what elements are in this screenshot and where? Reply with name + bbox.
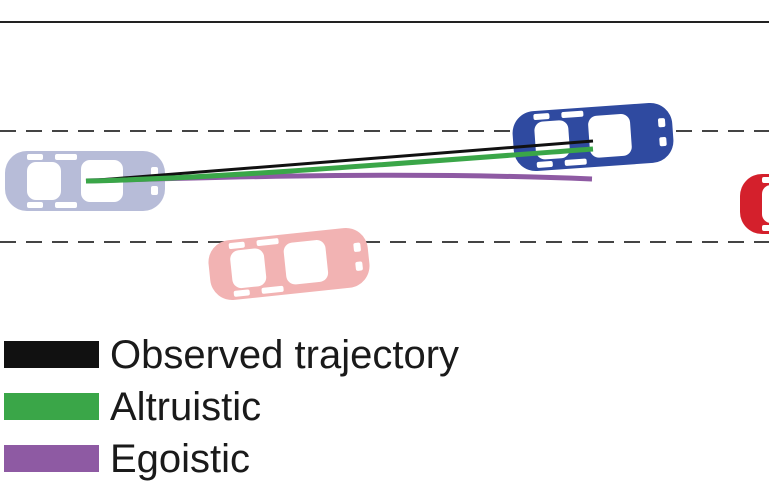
legend-label-egoistic: Egoistic	[110, 437, 251, 481]
legend-swatch-observed	[4, 341, 99, 368]
front-car	[740, 174, 769, 234]
legend-swatch-egoistic	[4, 445, 99, 472]
legend-swatch-altruistic	[4, 393, 99, 420]
legend-item-altruistic: Altruistic	[0, 382, 520, 432]
legend-item-observed: Observed trajectory	[0, 330, 520, 380]
other-car	[206, 225, 372, 303]
ego-car-current	[511, 101, 675, 173]
altruistic-trajectory	[85, 146, 594, 184]
legend-label-altruistic: Altruistic	[110, 385, 262, 429]
legend-item-egoistic: Egoistic	[0, 434, 520, 484]
legend-label-observed: Observed trajectory	[110, 333, 460, 377]
observed-trajectory	[85, 139, 594, 183]
